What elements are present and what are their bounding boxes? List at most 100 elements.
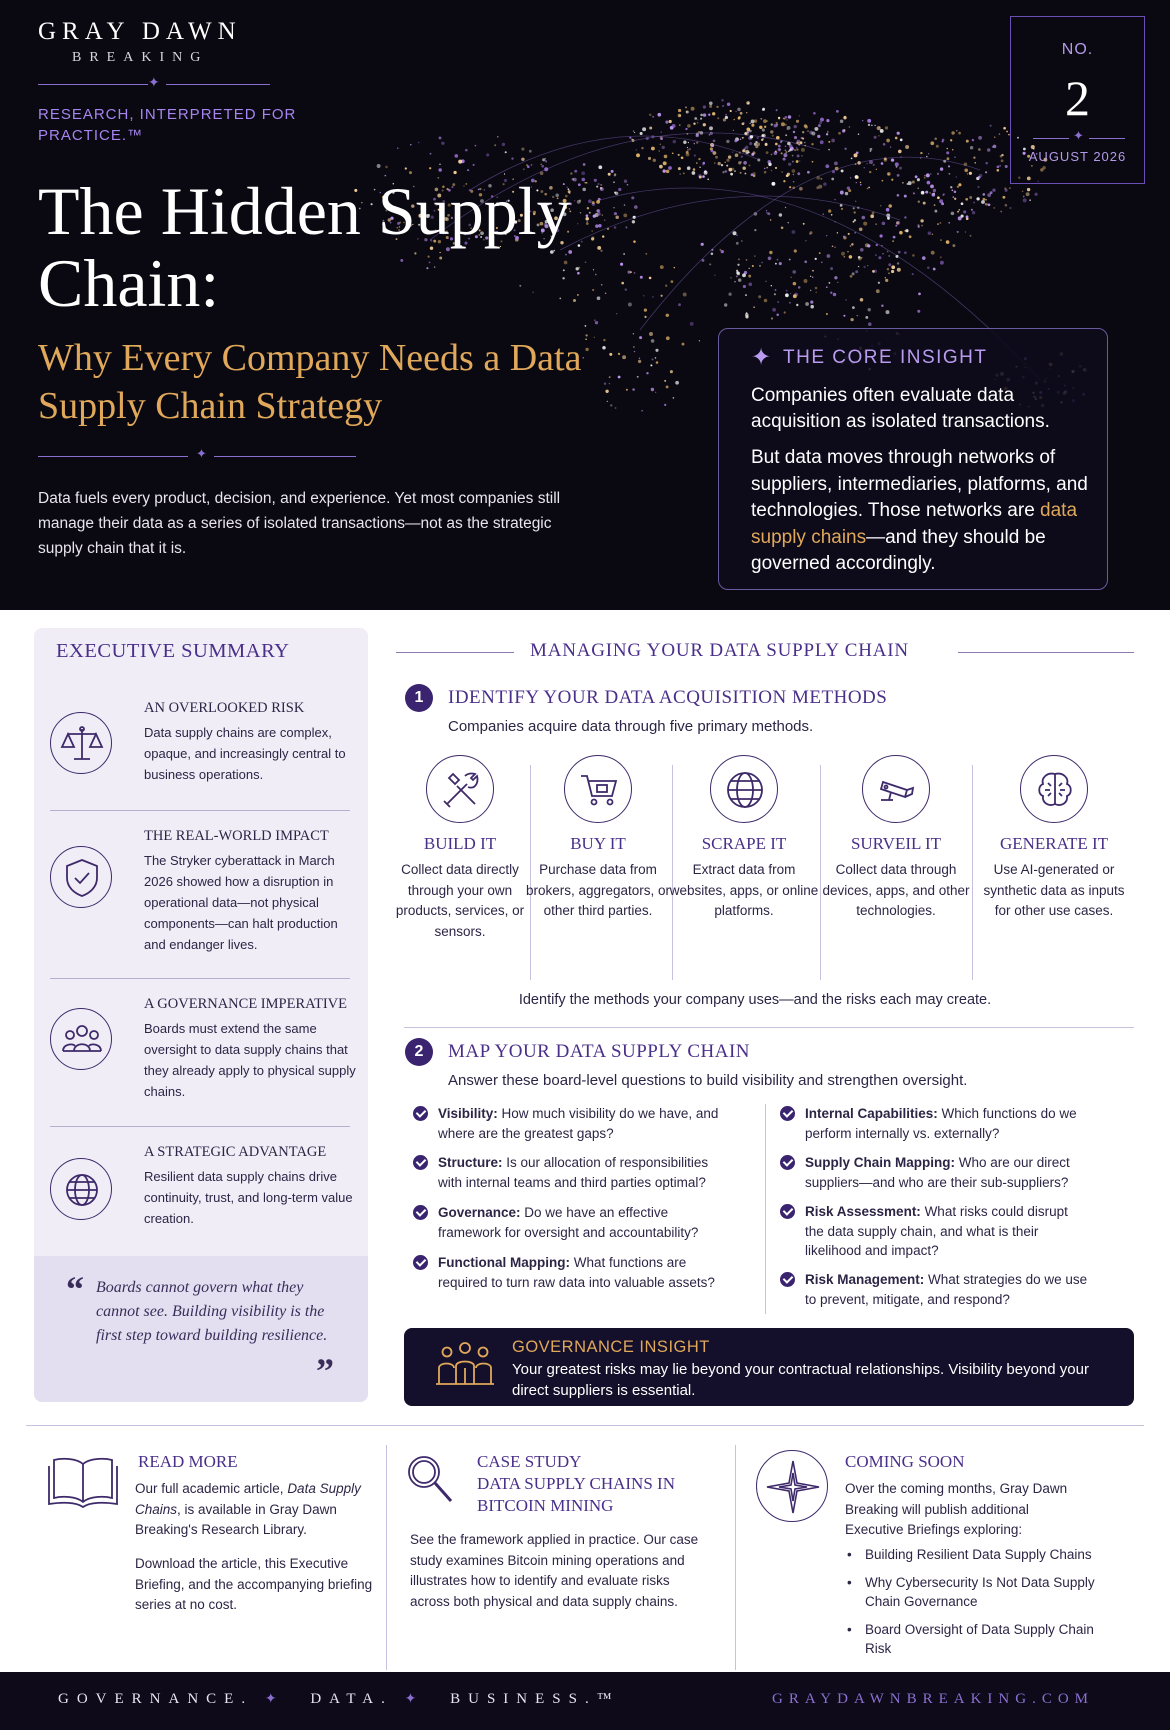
map-light [595,224,599,228]
map-light [780,122,785,127]
check-icon [413,1106,428,1121]
map-light [639,336,643,340]
map-light [534,180,537,183]
map-light [709,104,713,108]
map-light [964,168,969,173]
map-light [370,203,373,206]
map-light [854,163,857,165]
page-title: The Hidden Supply Chain: [38,173,571,321]
map-light [400,258,404,262]
map-light [437,208,440,211]
map-light [911,273,914,276]
divider [26,1425,1144,1426]
map-light [798,115,801,117]
map-light [403,221,405,224]
map-light [565,253,567,256]
map-light [720,249,724,254]
map-light [889,146,892,148]
map-light [665,336,670,341]
map-light [965,197,969,201]
map-light [798,143,801,146]
map-light [735,275,738,278]
map-light [651,135,655,139]
map-light [754,228,757,232]
question-text: What strategies do we use to prevent, mi… [805,1272,1088,1307]
map-light [712,112,716,116]
map-light [793,249,797,253]
map-light [547,204,549,207]
map-light [597,182,600,186]
map-light [948,172,951,175]
map-light [635,149,637,151]
map-light [934,137,937,141]
map-light [491,205,496,209]
map-light [812,269,814,272]
map-light [888,272,890,275]
article-title[interactable]: Data Supply Chains [135,1481,361,1517]
map-light [445,232,448,234]
map-light [597,212,601,216]
map-light [652,115,654,118]
map-light [712,139,716,143]
map-light [955,176,958,178]
map-light [504,233,507,235]
map-light [596,208,601,213]
map-light [775,151,778,154]
map-light [660,294,663,297]
map-light [1032,148,1035,150]
footer: GOVERNANCE. ✦ DATA. ✦ BUSINESS.™ GRAYDAW… [0,1672,1170,1730]
map-light [1009,187,1011,189]
map-light [657,112,662,117]
map-light [818,252,821,255]
map-light [685,127,688,131]
map-light [799,141,803,145]
map-light [970,208,973,211]
map-arc [429,132,821,241]
map-light [917,200,921,203]
map-light [685,150,689,154]
map-light [734,281,736,283]
map-light [770,153,773,156]
map-light [429,152,432,155]
map-light [859,298,864,302]
footer-url[interactable]: GRAYDAWNBREAKING.COM [772,1691,1095,1707]
map-light [632,388,635,391]
map-light [784,155,786,158]
map-light [869,147,873,151]
core-insight-box: ✦ THE CORE INSIGHT Companies often evalu… [718,328,1108,590]
map-light [392,191,395,194]
map-light [679,124,681,126]
map-light [879,128,884,133]
map-light [948,222,950,224]
map-light [989,191,993,195]
map-light [567,190,571,194]
map-light [887,216,890,220]
map-light [512,178,515,181]
map-light [834,246,836,249]
map-light [865,315,869,319]
map-light [816,186,820,190]
map-light [783,153,788,158]
brand-subname: BREAKING [72,50,209,65]
people-icon [50,1008,112,1070]
map-light [429,246,434,250]
scales-icon [50,712,112,774]
map-light [965,215,969,219]
map-light [894,136,898,140]
map-light [922,201,926,205]
map-light [664,379,667,382]
map-light [769,250,773,255]
map-light [659,143,661,145]
map-light [606,400,608,403]
map-light [773,293,776,296]
map-light [930,250,935,255]
map-light [679,173,681,175]
map-light [692,171,695,174]
map-light [857,206,860,209]
map-light [779,148,781,151]
compass-star-icon [756,1450,828,1522]
map-light [794,149,797,152]
map-light [763,119,767,123]
map-light [702,175,705,178]
map-light [1003,126,1006,130]
